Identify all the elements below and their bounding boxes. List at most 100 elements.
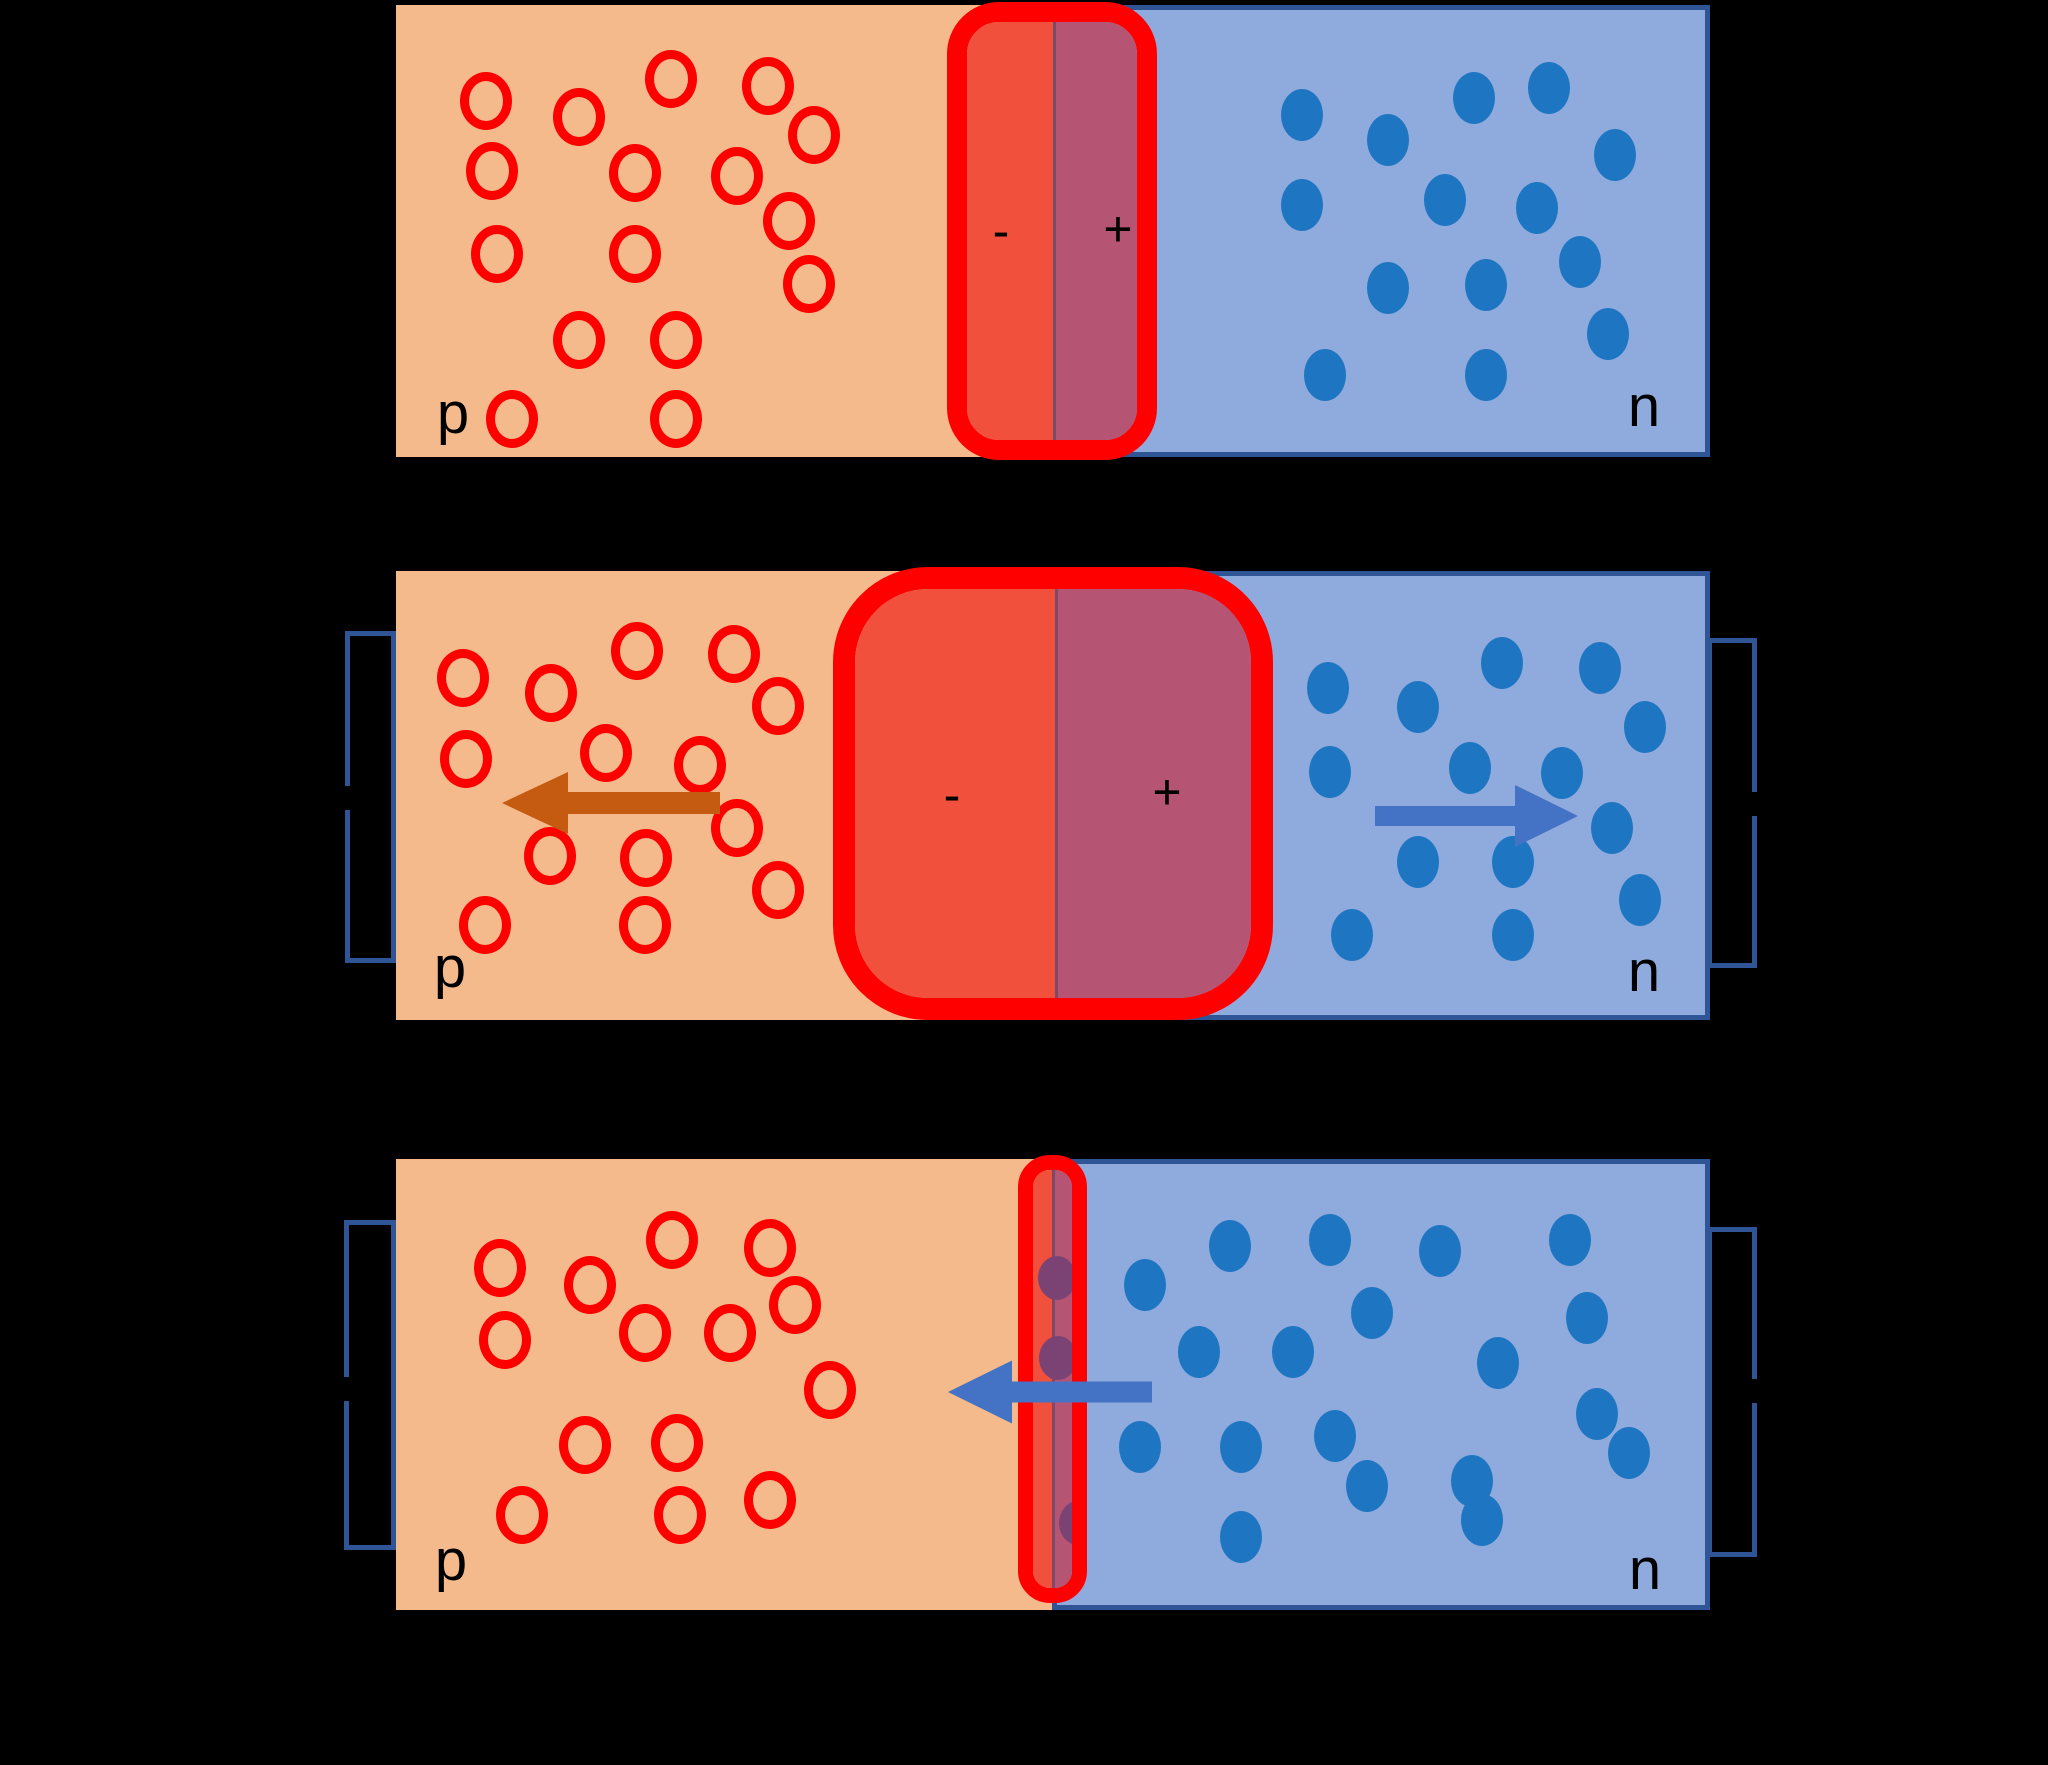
hole	[609, 225, 661, 283]
electron	[1220, 1511, 1262, 1563]
electron	[1281, 179, 1323, 231]
electron	[1209, 1220, 1251, 1272]
electron	[1119, 1421, 1161, 1473]
electron-drift-arrow	[1375, 785, 1578, 847]
p-type-label: p	[434, 1528, 468, 1593]
electron	[1492, 836, 1534, 888]
hole	[437, 649, 489, 707]
electron	[1516, 182, 1558, 234]
electron-in-depletion	[1038, 1256, 1072, 1300]
electron	[1481, 637, 1523, 689]
hole	[645, 50, 697, 108]
hole	[804, 1361, 856, 1419]
hole	[769, 1276, 821, 1334]
hole	[704, 1304, 756, 1362]
electron	[1492, 909, 1534, 961]
electron	[1591, 802, 1633, 854]
electron	[1579, 642, 1621, 694]
depletion-negative-half	[855, 589, 1055, 998]
hole	[744, 1219, 796, 1277]
electron-in-depletion	[1059, 1501, 1072, 1545]
electron	[1178, 1326, 1220, 1378]
depletion-positive-half	[1055, 589, 1251, 998]
hole	[459, 896, 511, 954]
electron	[1419, 1225, 1461, 1277]
hole	[619, 1304, 671, 1362]
hole	[620, 829, 672, 887]
electron	[1541, 747, 1583, 799]
hole	[619, 896, 671, 954]
hole	[788, 106, 840, 164]
depletion-region-forward-bias	[1018, 1155, 1087, 1603]
hole	[651, 1414, 703, 1472]
electron	[1331, 909, 1373, 961]
depletion-negative-half	[967, 22, 1053, 440]
hole	[752, 861, 804, 919]
hole	[471, 225, 523, 283]
hole	[763, 192, 815, 250]
electron	[1461, 1494, 1503, 1546]
hole	[711, 799, 763, 857]
hole	[553, 311, 605, 369]
depletion-region-reverse-bias	[833, 567, 1273, 1020]
electron	[1549, 1214, 1591, 1266]
hole-drift-arrow	[502, 772, 720, 834]
hole	[440, 730, 492, 788]
p-type-label: p	[436, 381, 470, 446]
electron	[1465, 259, 1507, 311]
hole	[650, 390, 702, 448]
hole	[525, 664, 577, 722]
electron-flow-arrow	[948, 1360, 1152, 1424]
electron	[1465, 349, 1507, 401]
electron	[1449, 742, 1491, 794]
hole	[783, 255, 835, 313]
depletion-minus-label: -	[943, 767, 961, 823]
electron	[1587, 308, 1629, 360]
electron	[1608, 1427, 1650, 1479]
electron	[1314, 1410, 1356, 1462]
electron	[1309, 746, 1351, 798]
electron	[1304, 349, 1346, 401]
hole	[744, 1471, 796, 1529]
n-type-label: n	[1627, 939, 1661, 1004]
hole	[711, 147, 763, 205]
electron-in-depletion	[1039, 1336, 1072, 1380]
hole	[580, 724, 632, 782]
electron	[1397, 681, 1439, 733]
electron	[1559, 236, 1601, 288]
electron	[1351, 1287, 1393, 1339]
n-region-unbiased	[1053, 5, 1710, 457]
electron	[1453, 72, 1495, 124]
electron	[1576, 1388, 1618, 1440]
electron	[1566, 1292, 1608, 1344]
electron	[1624, 701, 1666, 753]
p-type-label: p	[433, 935, 467, 1000]
hole	[524, 827, 576, 885]
electron	[1307, 662, 1349, 714]
electron	[1346, 1460, 1388, 1512]
electron	[1367, 262, 1409, 314]
electron	[1424, 174, 1466, 226]
depletion-region-unbiased	[947, 2, 1157, 460]
hole	[460, 72, 512, 130]
electron	[1220, 1421, 1262, 1473]
hole	[742, 57, 794, 115]
hole	[708, 625, 760, 683]
hole	[474, 1239, 526, 1297]
wire-terminal-gap	[1748, 792, 1761, 816]
electron	[1281, 89, 1323, 141]
electron	[1528, 62, 1570, 114]
electron	[1397, 836, 1439, 888]
hole	[654, 1486, 706, 1544]
hole	[611, 622, 663, 680]
hole	[650, 311, 702, 369]
electron	[1272, 1326, 1314, 1378]
hole	[466, 142, 518, 200]
n-type-label: n	[1627, 374, 1661, 439]
hole	[496, 1486, 548, 1544]
hole	[674, 736, 726, 794]
wire-terminal-gap	[341, 786, 354, 810]
hole	[752, 677, 804, 735]
